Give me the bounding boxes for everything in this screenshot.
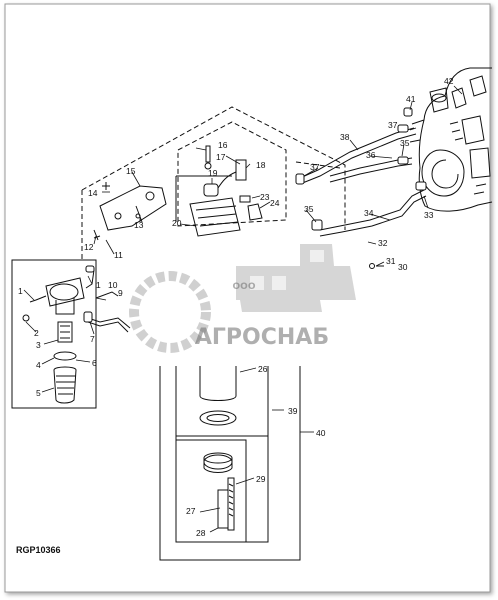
callout-33: 33 <box>424 210 434 220</box>
page-frame <box>4 3 491 593</box>
lower-assembly <box>159 366 301 561</box>
callout-35b: 35 <box>400 138 410 148</box>
callout-28: 28 <box>196 528 206 538</box>
callout-7: 7 <box>90 334 95 344</box>
callout-30: 30 <box>398 262 408 272</box>
callout-24: 24 <box>270 198 280 208</box>
filter-line <box>83 291 131 333</box>
callout-1b: 1 <box>96 280 101 290</box>
figure-id: RGP10366 <box>16 545 61 555</box>
callout-34: 34 <box>364 208 374 218</box>
callout-4: 4 <box>36 360 41 370</box>
callout-27: 27 <box>186 506 196 516</box>
fuel-filter <box>22 265 95 404</box>
watermark: ООО АГРОСНАБ <box>129 244 356 353</box>
callout-20: 20 <box>172 218 182 228</box>
filter-assembly-box <box>11 259 97 409</box>
assembly-boundary <box>81 106 346 262</box>
callout-17: 17 <box>216 152 226 162</box>
callout-36: 36 <box>366 150 376 160</box>
callout-10: 10 <box>108 280 118 290</box>
watermark-text: АГРОСНАБ <box>195 325 329 350</box>
callout-13: 13 <box>134 220 144 230</box>
callout-29: 29 <box>256 474 266 484</box>
callout-38: 38 <box>340 132 350 142</box>
callouts: 1 2 3 4 5 6 7 1 9 10 11 12 13 14 15 16 1… <box>18 76 454 538</box>
watermark-sub: ООО <box>233 282 256 292</box>
callout-16: 16 <box>218 140 228 150</box>
callout-26: 26 <box>258 364 268 374</box>
callout-37a: 37 <box>310 162 320 172</box>
callout-42: 42 <box>444 76 454 86</box>
callout-35a: 35 <box>304 204 314 214</box>
callout-37b: 37 <box>388 120 398 130</box>
callout-23: 23 <box>260 192 270 202</box>
callout-15: 15 <box>126 166 136 176</box>
callout-19: 19 <box>208 168 218 178</box>
engine-housing <box>409 67 493 212</box>
callout-32: 32 <box>378 238 388 248</box>
callout-12: 12 <box>84 242 94 252</box>
fittings <box>295 107 427 269</box>
callout-6: 6 <box>92 358 97 368</box>
callout-40: 40 <box>316 428 326 438</box>
callout-18: 18 <box>256 160 266 170</box>
callout-1: 1 <box>18 286 23 296</box>
callout-2: 2 <box>34 328 39 338</box>
callout-11: 11 <box>114 250 123 260</box>
callout-41: 41 <box>406 94 416 104</box>
bracket-assembly <box>93 145 263 241</box>
callout-5: 5 <box>36 388 41 398</box>
callout-31: 31 <box>386 256 396 266</box>
callout-9: 9 <box>118 288 123 298</box>
watermark-logo-icon <box>129 244 356 353</box>
callout-14: 14 <box>88 188 98 198</box>
callout-39: 39 <box>288 406 298 416</box>
callout-3: 3 <box>36 340 41 350</box>
leader-lines <box>23 85 463 533</box>
